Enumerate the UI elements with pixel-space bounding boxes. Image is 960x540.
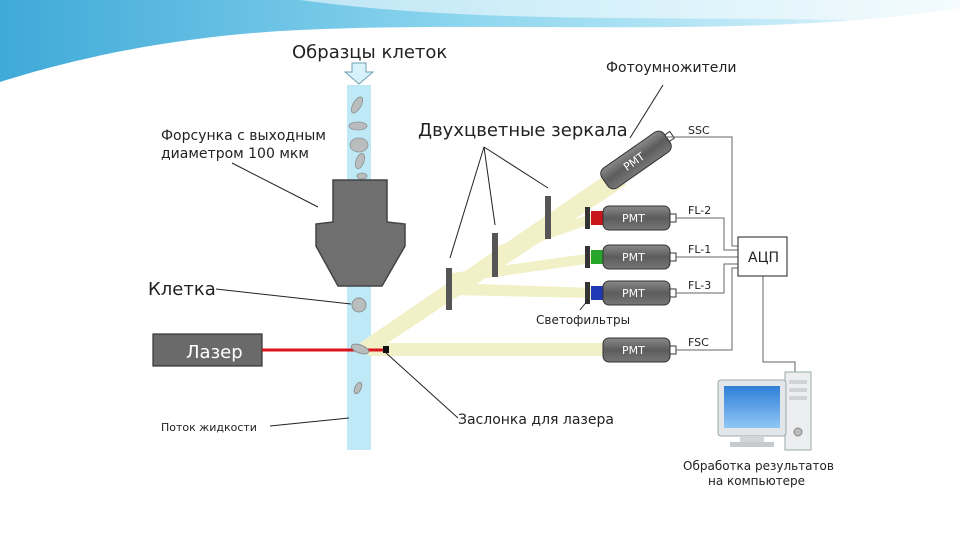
samples-label: Образцы клеток bbox=[292, 42, 447, 63]
nozzle-label-line1: Форсунка с выходным bbox=[161, 128, 326, 144]
svg-text:PMT: PMT bbox=[622, 212, 645, 225]
pmt-fl3: PMT bbox=[602, 280, 677, 306]
processing-label-line1: Обработка результатов bbox=[683, 459, 834, 473]
svg-text:PMT: PMT bbox=[622, 287, 645, 300]
channel-ssc: SSC bbox=[688, 124, 710, 137]
channel-fl1: FL-1 bbox=[688, 243, 711, 256]
channel-fsc: FSC bbox=[688, 336, 709, 349]
cell-label: Клетка bbox=[148, 279, 216, 300]
svg-text:PMT: PMT bbox=[622, 251, 645, 264]
callout-lines bbox=[215, 84, 664, 427]
laser-label: Лазер bbox=[186, 342, 243, 363]
shutter-label: Заслонка для лазера bbox=[458, 412, 614, 428]
pmt-fsc: PMT bbox=[602, 337, 677, 363]
cell bbox=[351, 297, 367, 313]
filters bbox=[585, 207, 603, 304]
filter-blue bbox=[591, 286, 603, 300]
signal-wires bbox=[666, 136, 796, 372]
svg-text:PMT: PMT bbox=[622, 344, 645, 357]
computer-icon bbox=[717, 371, 812, 451]
adc-box bbox=[737, 236, 788, 277]
flow-label: Поток жидкости bbox=[161, 421, 257, 434]
processing-label-line2: на компьютере bbox=[708, 474, 805, 488]
sample-input-arrow bbox=[343, 62, 375, 85]
dichroic-mirrors bbox=[446, 196, 551, 310]
filter-green bbox=[591, 250, 603, 264]
nozzle-label-line2: диаметром 100 мкм bbox=[161, 146, 309, 162]
channel-fl2: FL-2 bbox=[688, 204, 711, 217]
filters-label: Светофильтры bbox=[536, 313, 630, 327]
pmt-ssc: PMT bbox=[600, 130, 676, 190]
channel-fl3: FL-3 bbox=[688, 279, 711, 292]
adc-label: АЦП bbox=[748, 250, 779, 266]
laser-shutter bbox=[383, 346, 389, 353]
cell-lower bbox=[353, 381, 363, 395]
filter-red bbox=[591, 211, 603, 225]
pmts-label: Фотоумножители bbox=[606, 60, 736, 76]
pmt-fl2: PMT bbox=[602, 205, 677, 231]
pmt-fl1: PMT bbox=[602, 244, 677, 270]
nozzle bbox=[315, 179, 406, 287]
header-banner bbox=[0, 0, 960, 82]
sample-cells bbox=[348, 96, 369, 180]
dichroic-label: Двухцветные зеркала bbox=[418, 120, 628, 141]
interrogated-cell bbox=[350, 343, 370, 355]
